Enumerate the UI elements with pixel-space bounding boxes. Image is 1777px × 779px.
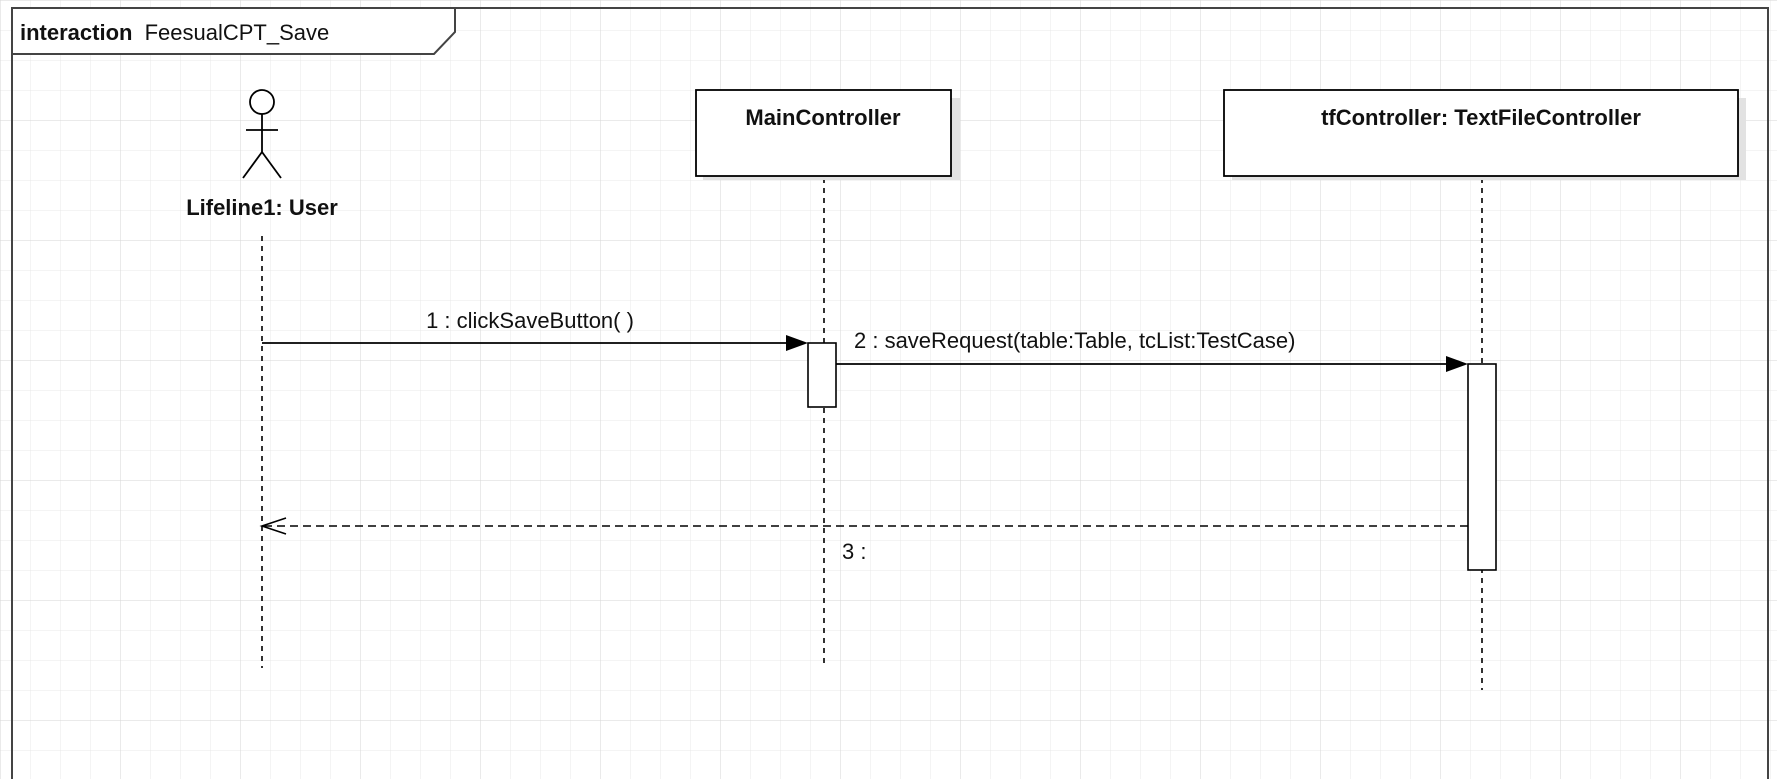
- lifeline-main-label: MainController: [745, 105, 901, 130]
- message-2: 2 : saveRequest(table:Table, tcList:Test…: [836, 328, 1468, 372]
- frame-tab: [11, 7, 456, 55]
- stick-figure-icon: [242, 89, 282, 179]
- actor-user: Lifeline1: User: [186, 89, 338, 220]
- message-3-open-arrowhead-icon: [259, 517, 287, 535]
- frame-title: interaction FeesualCPT_Save: [20, 20, 329, 45]
- lifeline-tf-head: tfController: TextFileController: [1223, 89, 1746, 180]
- activation-bar-tf: [1467, 363, 1497, 571]
- message-2-arrowhead-icon: [1446, 356, 1468, 372]
- message-3-label: 3 :: [842, 539, 866, 564]
- lifeline-user-label: Lifeline1: User: [186, 195, 338, 220]
- main-head-box: [695, 89, 952, 177]
- frame-keyword: interaction: [20, 20, 132, 45]
- message-1: 1 : clickSaveButton( ): [262, 308, 808, 351]
- message-3: 3 :: [259, 517, 1468, 564]
- tf-head-box: [1223, 89, 1739, 177]
- lifeline-main-head: MainController: [695, 89, 960, 180]
- activation-bar-main: [807, 342, 837, 408]
- message-1-label: 1 : clickSaveButton( ): [426, 308, 634, 333]
- message-2-label: 2 : saveRequest(table:Table, tcList:Test…: [854, 328, 1295, 353]
- lifeline-tf-label: tfController: TextFileController: [1321, 105, 1641, 130]
- message-1-arrowhead-icon: [786, 335, 808, 351]
- frame-border: [11, 7, 1769, 779]
- frame-name: FeesualCPT_Save: [145, 20, 330, 45]
- interaction-frame: interaction FeesualCPT_Save: [11, 7, 1769, 779]
